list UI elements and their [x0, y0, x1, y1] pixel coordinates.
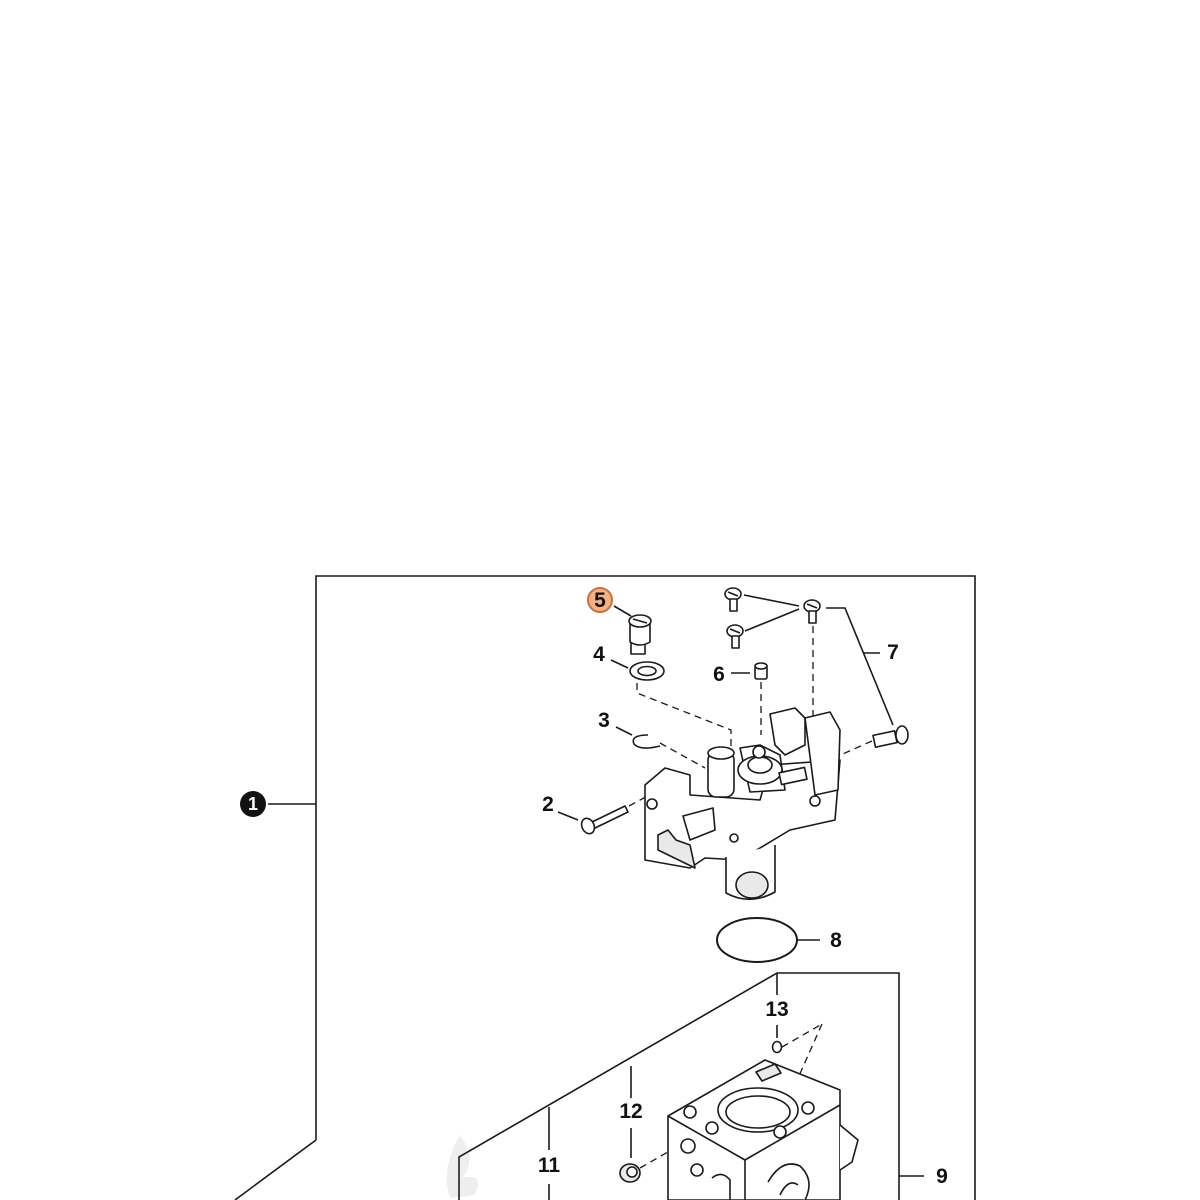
watermark-logo	[446, 1135, 479, 1198]
svg-text:1: 1	[248, 794, 258, 814]
callout-2[interactable]: 2	[542, 793, 554, 816]
carburetor-body-part	[667, 1059, 859, 1200]
long-screw-part	[580, 805, 629, 835]
callout-9[interactable]: 9	[936, 1165, 948, 1188]
svg-text:11: 11	[538, 1154, 561, 1177]
carburetor-cover-part	[644, 707, 841, 901]
dash-guide-5	[636, 683, 732, 760]
svg-text:5: 5	[594, 589, 606, 612]
screw-part-side	[872, 725, 909, 748]
svg-text:3: 3	[598, 709, 610, 732]
svg-text:13: 13	[765, 998, 788, 1021]
screw-part-top-left	[724, 587, 742, 612]
screw-part-middle-left	[726, 624, 744, 649]
svg-text:7: 7	[887, 641, 899, 664]
filter-screen-part	[619, 1163, 641, 1183]
callout-12[interactable]: 12	[619, 1100, 642, 1123]
callout-11[interactable]: 11	[538, 1154, 561, 1177]
dash-guide-7b	[835, 740, 873, 758]
jet-part	[754, 662, 768, 680]
leader-5	[613, 605, 632, 617]
svg-text:2: 2	[542, 793, 554, 816]
screw-part-right	[803, 599, 821, 624]
idle-screw-part	[628, 614, 652, 655]
dash-guide-3	[659, 742, 706, 769]
callout-13[interactable]: 13	[765, 998, 788, 1021]
svg-text:9: 9	[936, 1165, 948, 1188]
assembly-bracket	[234, 575, 976, 1200]
small-plug-part	[771, 1040, 783, 1054]
callout-7[interactable]: 7	[887, 641, 899, 664]
callout-4[interactable]: 4	[593, 643, 605, 666]
washer-part	[629, 661, 665, 681]
callout-6[interactable]: 6	[713, 663, 725, 686]
svg-text:12: 12	[619, 1100, 642, 1123]
e-clip-part	[632, 734, 661, 749]
leaders-7	[743, 594, 894, 726]
leader-4	[610, 659, 629, 669]
callout-3[interactable]: 3	[598, 709, 610, 732]
callout-1[interactable]: 1	[240, 791, 266, 817]
callout-5[interactable]: 5	[587, 587, 613, 613]
svg-text:4: 4	[593, 643, 605, 666]
svg-text:8: 8	[830, 929, 842, 952]
o-ring-part	[716, 917, 798, 963]
callout-8[interactable]: 8	[830, 929, 842, 952]
leader-2	[557, 811, 579, 821]
svg-text:6: 6	[713, 663, 725, 686]
leader-3	[615, 726, 633, 736]
